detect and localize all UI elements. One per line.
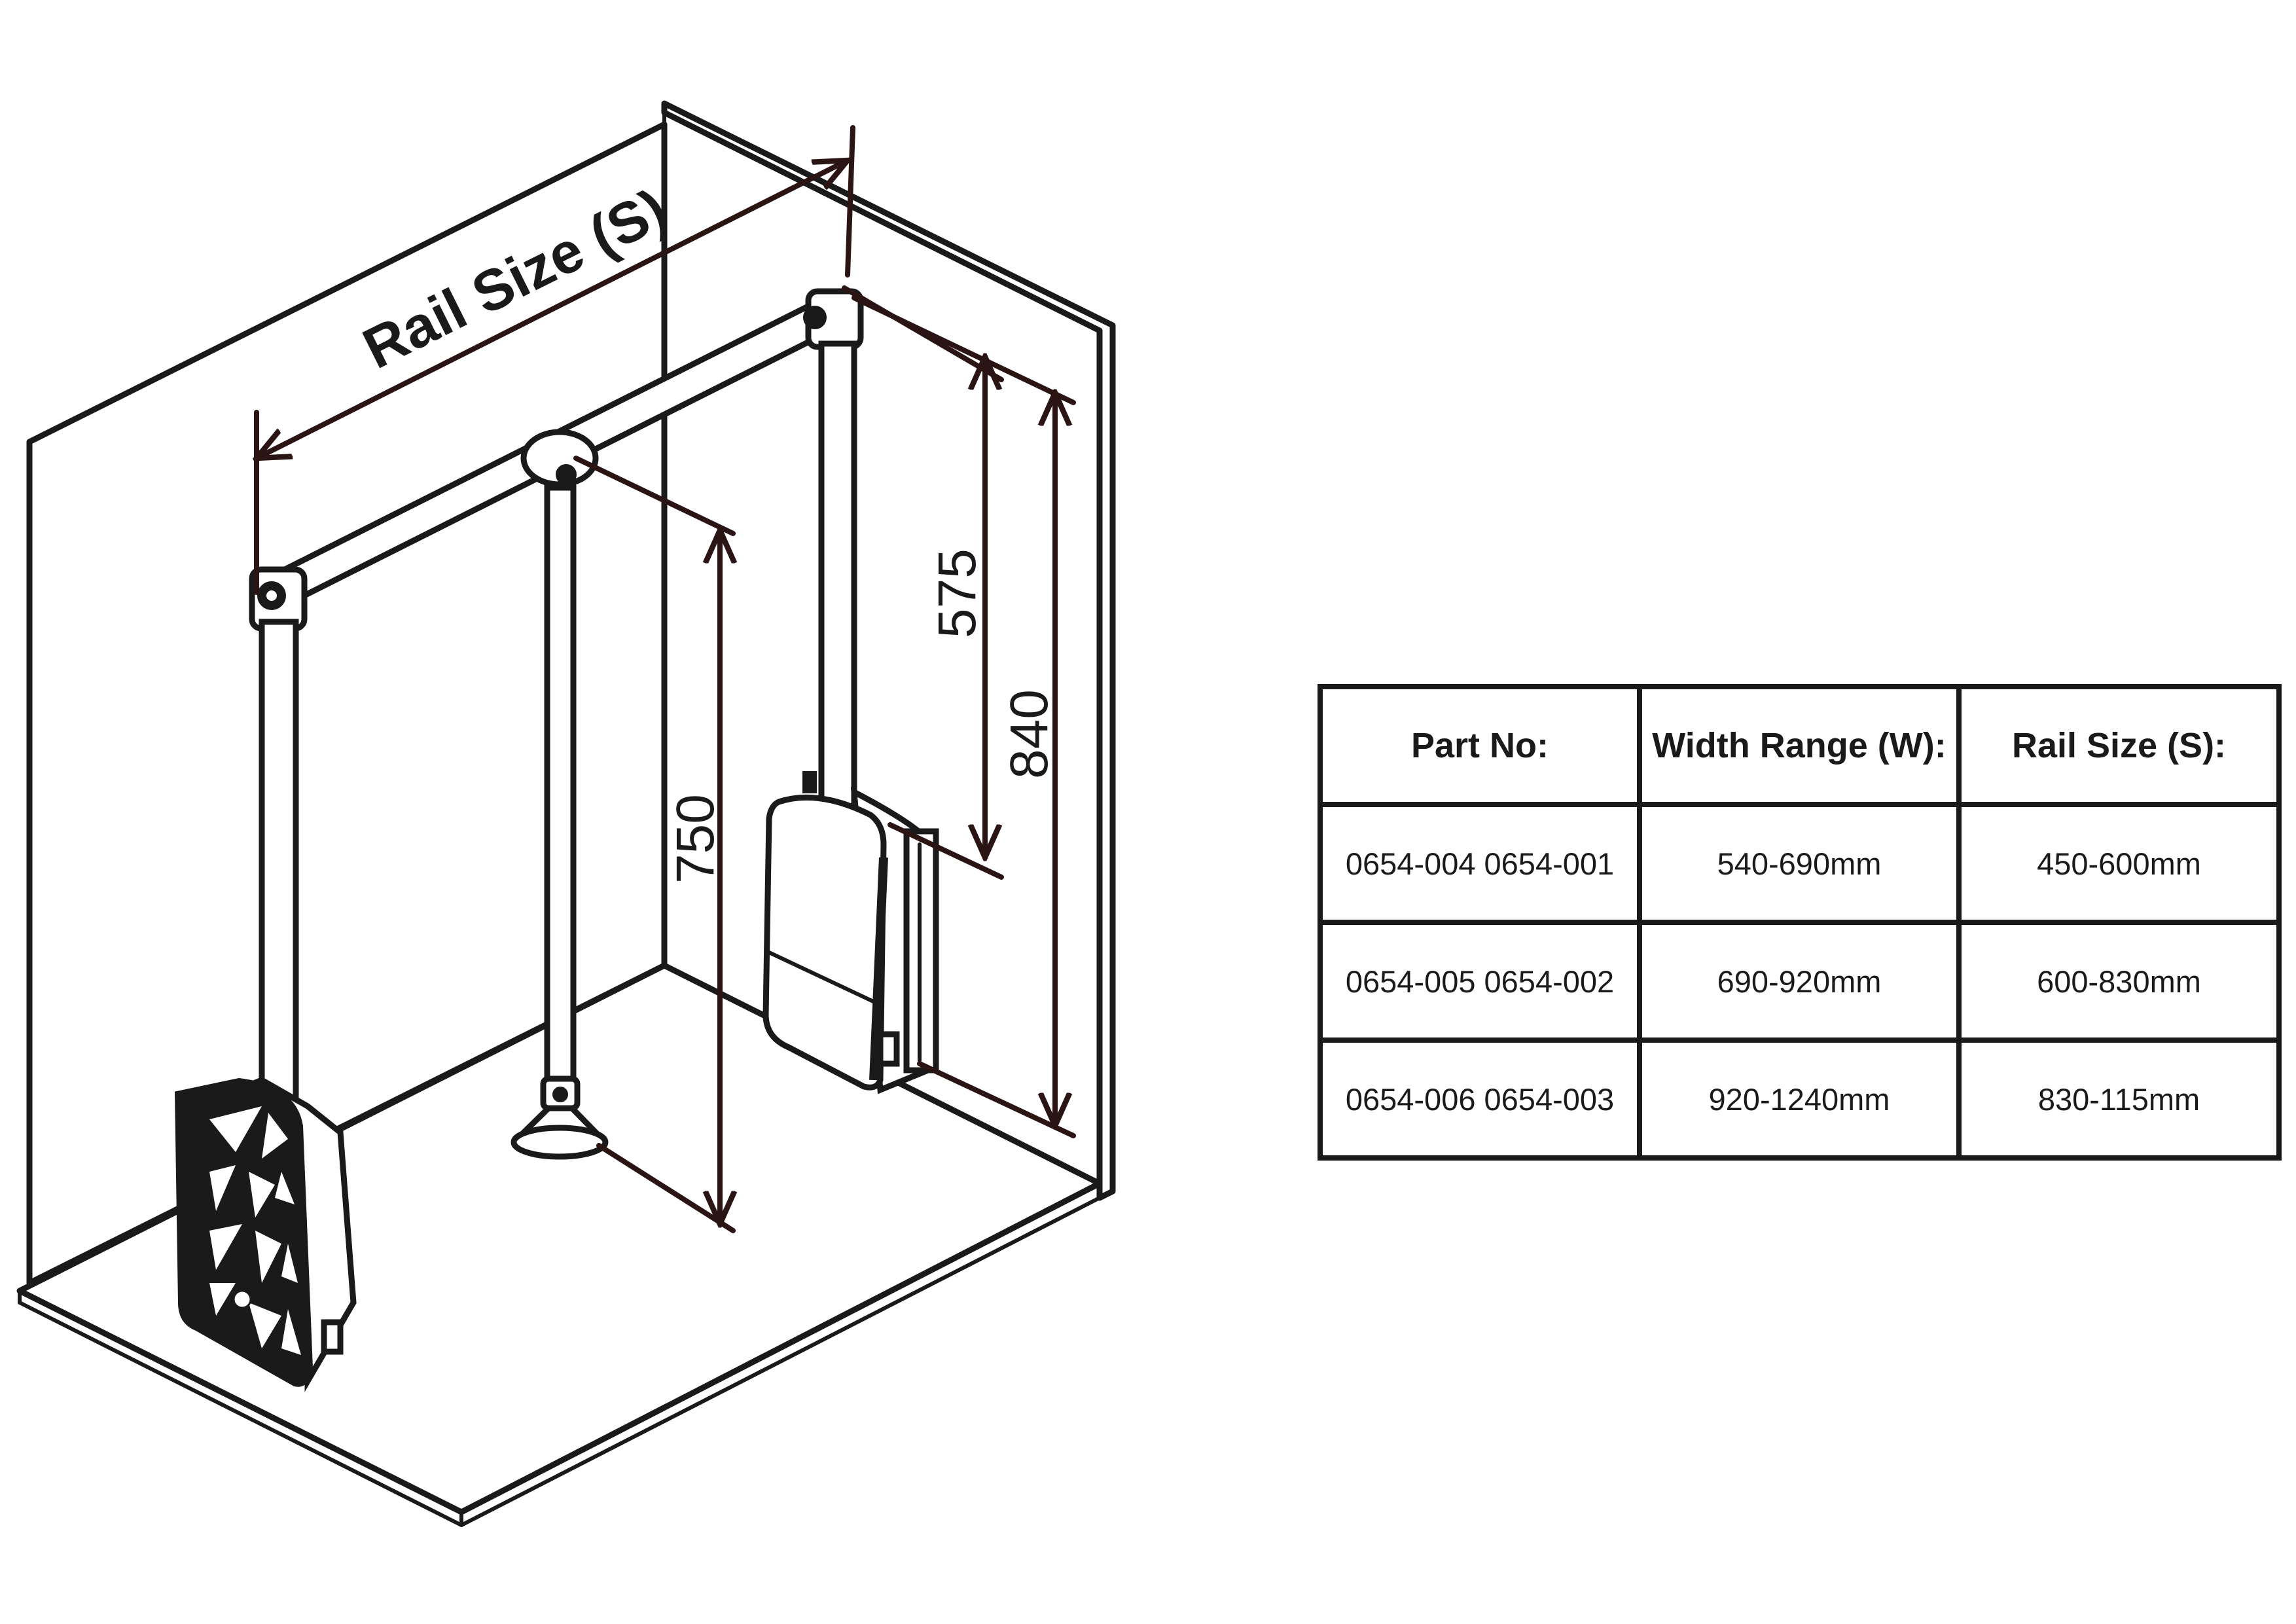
- dimension-840: 840: [852, 295, 1076, 1138]
- center-support-post: [511, 484, 609, 1160]
- cell-width-range: 540-690mm: [1637, 802, 1962, 925]
- cell-part-no: 0654-006 0654-003: [1318, 1038, 1642, 1161]
- cell-width-range: 920-1240mm: [1637, 1038, 1962, 1161]
- cell-part-no: 0654-005 0654-002: [1318, 920, 1642, 1043]
- left-mechanism-housing: [174, 1077, 357, 1392]
- header-part-no: Part No:: [1318, 684, 1642, 807]
- table-header-row: Part No: Width Range (W): Rail Size (S):: [1318, 684, 2282, 807]
- right-arm: [818, 340, 857, 831]
- cell-rail-size: 600-830mm: [1956, 920, 2282, 1043]
- cell-rail-size: 450-600mm: [1956, 802, 2282, 925]
- table-row: 0654-005 0654-002 690-920mm 600-830mm: [1318, 920, 2282, 1043]
- cell-width-range: 690-920mm: [1637, 920, 1962, 1043]
- cell-part-no: 0654-004 0654-001: [1318, 802, 1642, 925]
- table-row: 0654-004 0654-001 540-690mm 450-600mm: [1318, 802, 2282, 925]
- table-row: 0654-006 0654-003 920-1240mm 830-115mm: [1318, 1038, 2282, 1161]
- dim-575-label: 575: [927, 549, 987, 638]
- dim-840-label: 840: [999, 689, 1059, 779]
- spec-table: Part No: Width Range (W): Rail Size (S):…: [1318, 684, 2282, 1161]
- dimension-750: 750: [573, 456, 733, 1233]
- left-arm: [259, 619, 299, 1116]
- cell-rail-size: 830-115mm: [1956, 1038, 2282, 1161]
- dimension-575: 575: [842, 285, 1004, 880]
- right-mechanism-housing: [762, 771, 939, 1094]
- header-width-range: Width Range (W):: [1637, 684, 1962, 807]
- dim-750-label: 750: [666, 794, 725, 884]
- header-rail-size: Rail Size (S):: [1956, 684, 2282, 807]
